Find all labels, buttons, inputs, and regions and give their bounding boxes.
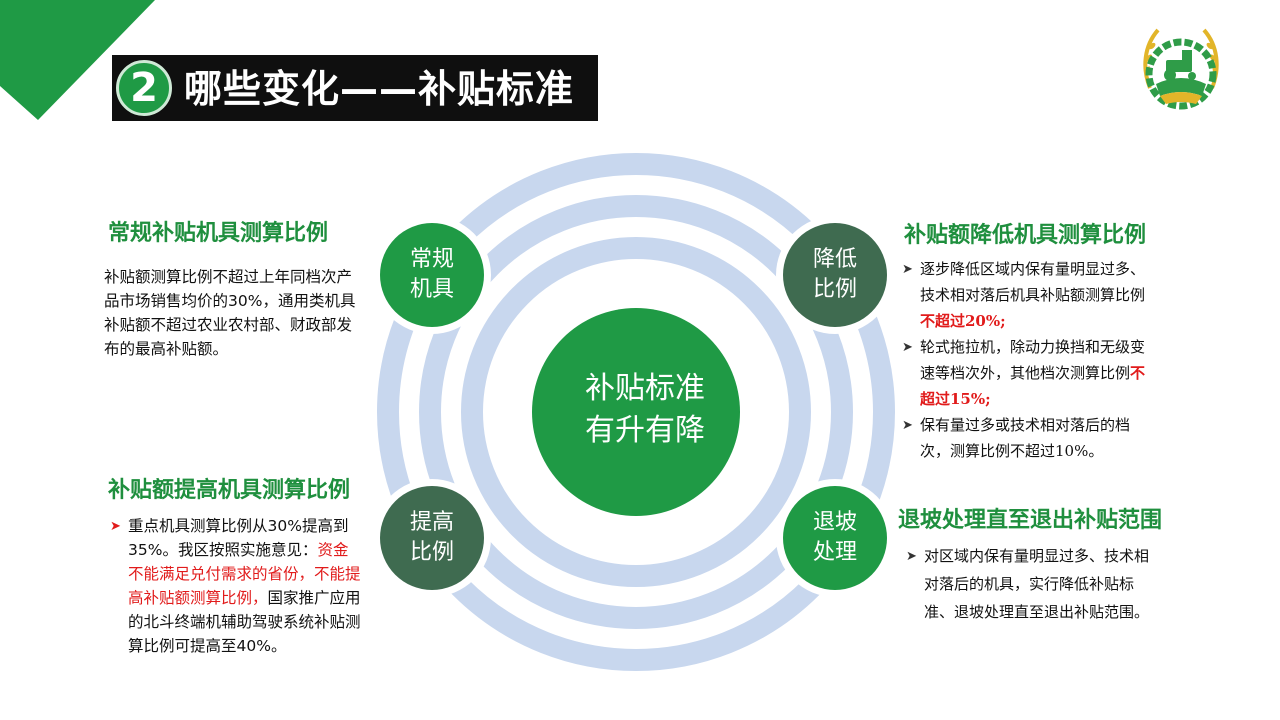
outer-ring <box>377 153 895 671</box>
middle-ring <box>419 195 853 629</box>
section-number-badge: 2 <box>116 60 172 116</box>
corner-decoration <box>0 0 155 120</box>
bullet-arrow-icon: ➤ <box>902 418 913 433</box>
center-circle <box>532 308 740 516</box>
bullet-arrow-icon: ➤ <box>902 340 913 355</box>
node-reduce-label: 降低比例 <box>812 247 857 302</box>
raise-text-1: 重点机具测算比例从30%提高到35%。我区按照实施意见： <box>128 517 349 559</box>
bullet-arrow-icon: ➤ <box>902 262 913 277</box>
reduce-section-title: 补贴额降低机具测算比例 <box>904 223 1147 248</box>
regular-section-text: 补贴额测算比例不超过上年同档次产品市场销售均价的30%，通用类机具补贴额不超过农… <box>104 268 356 358</box>
node-exit <box>783 486 887 590</box>
node-exit-label: 退坡处理 <box>812 510 857 565</box>
page-title: 哪些变化——补贴标准 <box>184 67 575 111</box>
raise-text-red: 资金不能满足兑付需求的省份，不能提高补贴额测算比例， <box>128 541 361 607</box>
reduce-bullet-1: ➤ 逐步降低区域内保有量明显过多、技术相对落后机具补贴额测算比例不超过20%; <box>902 256 1150 334</box>
concentric-diagram <box>373 153 895 671</box>
raise-section-body: ➤ 重点机具测算比例从30%提高到35%。我区按照实施意见：资金不能满足兑付需求… <box>110 514 362 658</box>
agri-machinery-logo-icon <box>1143 28 1219 110</box>
bullet-arrow-icon: ➤ <box>906 549 917 564</box>
node-regular <box>380 223 484 327</box>
raise-text-2: 国家推广应用的北斗终端机辅助驾驶系统补贴测算比例可提高至40%。 <box>128 589 361 655</box>
reduce-bullet-2: ➤ 轮式拖拉机，除动力换挡和无级变速等档次外，其他档次测算比例不超过15%; <box>902 334 1150 412</box>
exit-section-text: 对区域内保有量明显过多、技术相对落后的机具，实行降低补贴标准、退坡处理直至退出补… <box>924 547 1150 621</box>
reduce-section-body: ➤ 逐步降低区域内保有量明显过多、技术相对落后机具补贴额测算比例不超过20%; … <box>902 256 1150 464</box>
exit-section-title: 退坡处理直至退出补贴范围 <box>898 508 1163 533</box>
inner-ring <box>461 237 811 587</box>
node-regular-label: 常规机具 <box>409 247 454 302</box>
bullet-arrow-icon: ➤ <box>110 519 121 534</box>
node-reduce <box>783 223 887 327</box>
raise-section-title: 补贴额提高机具测算比例 <box>108 478 351 503</box>
title-bar <box>112 55 598 121</box>
exit-section-body: ➤ 对区域内保有量明显过多、技术相对落后的机具，实行降低补贴标准、退坡处理直至退… <box>906 542 1150 626</box>
node-raise-label: 提高比例 <box>409 510 454 565</box>
center-label: 补贴标准 有升有降 <box>585 371 705 448</box>
reduce-bullet-3: ➤ 保有量过多或技术相对落后的档次，测算比例不超过10%。 <box>902 412 1150 464</box>
node-raise <box>380 486 484 590</box>
regular-section-title: 常规补贴机具测算比例 <box>108 221 329 246</box>
